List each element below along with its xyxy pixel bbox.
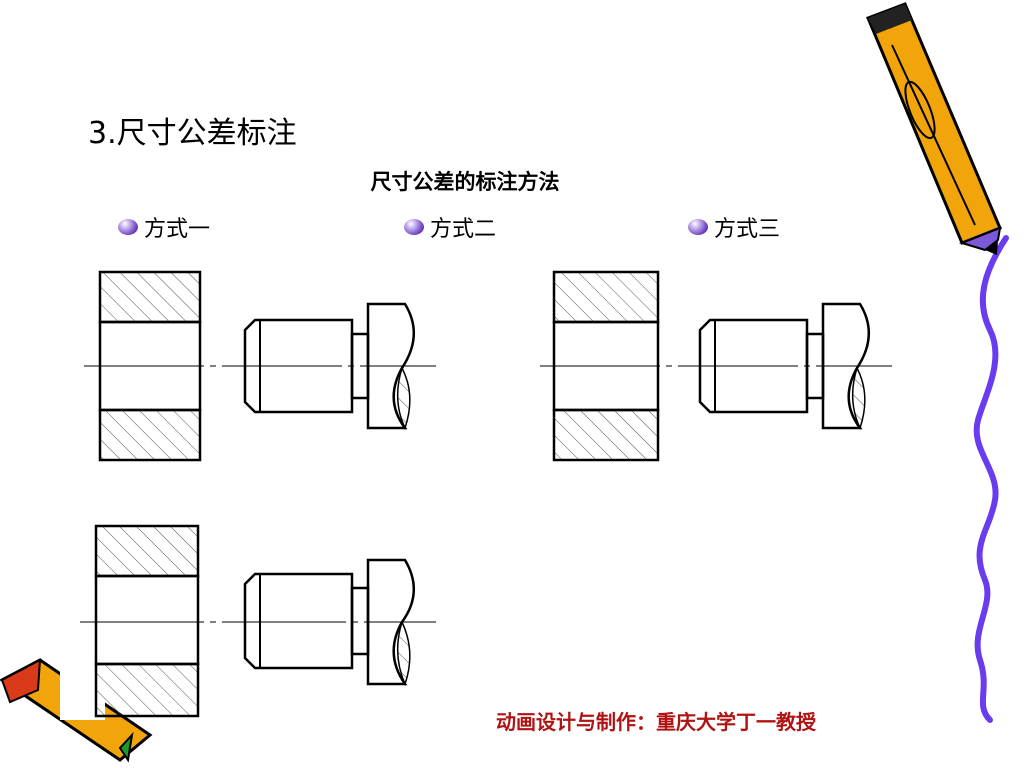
slide-subtitle: 尺寸公差的标注方法 bbox=[370, 169, 560, 194]
method-label: 方式一 bbox=[144, 217, 211, 242]
bullet-icon bbox=[118, 219, 138, 235]
hole-part-drawing-1 bbox=[98, 270, 202, 462]
hole-part-drawing-2 bbox=[94, 524, 200, 718]
method-label: 方式二 bbox=[430, 217, 497, 242]
wavy-line-decoration bbox=[973, 235, 1009, 723]
pencil-icon bbox=[866, 2, 1002, 255]
bullet-icon bbox=[688, 219, 708, 235]
credit-text: 动画设计与制作：重庆大学丁一教授 bbox=[496, 710, 816, 734]
method-item-2: 方式二 bbox=[404, 211, 496, 243]
method-label: 方式三 bbox=[714, 217, 781, 242]
slide-title: 3.尺寸公差标注 bbox=[88, 116, 297, 151]
method-item-1: 方式一 bbox=[118, 211, 210, 243]
method-item-3: 方式三 bbox=[688, 211, 780, 243]
hole-part-drawing-3 bbox=[552, 270, 660, 462]
shaft-part-drawing-1 bbox=[243, 302, 416, 431]
bullet-icon bbox=[404, 219, 424, 235]
